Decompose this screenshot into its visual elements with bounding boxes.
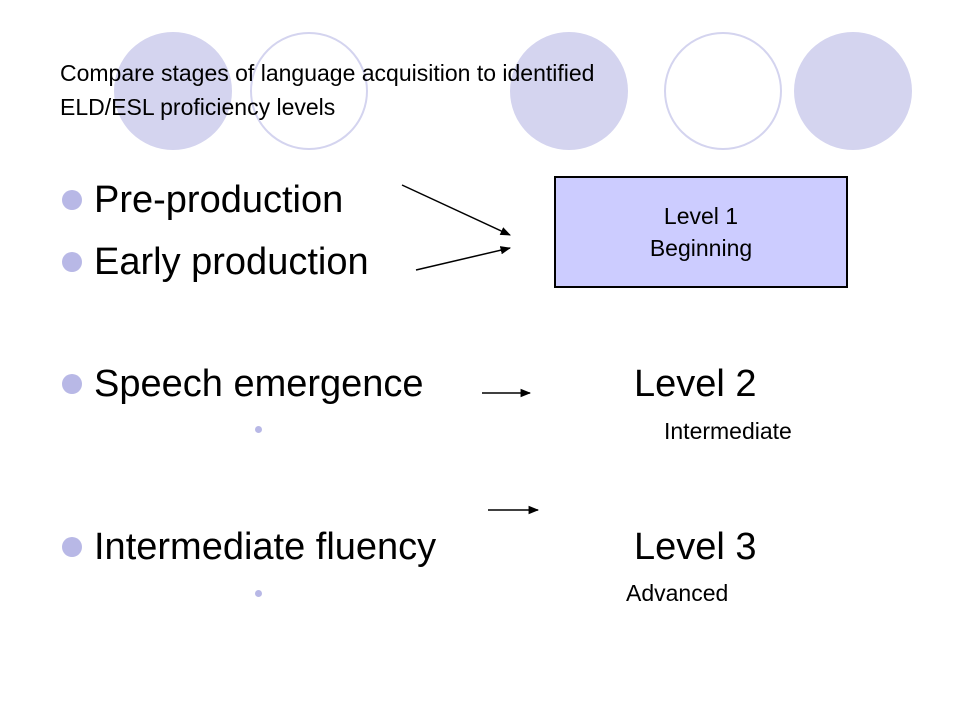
level-2-sub: Intermediate [664,418,792,444]
slide-title-line1: Compare stages of language acquisition t… [60,60,595,86]
decor-circle-3 [510,32,628,150]
slide-title: Compare stages of language acquisition t… [60,56,840,124]
bullet-dot-sub-1 [255,426,262,433]
decor-circle-1 [114,32,232,150]
stage-intermediate-fluency: Intermediate fluency [94,526,437,568]
decor-circle-4 [664,32,782,150]
level-1-box: Level 1 Beginning [554,176,848,288]
level-2-label: Level 2 [634,363,757,405]
arrow-early-production [415,246,512,271]
bullet-dot-2 [62,252,82,272]
level-3-sub: Advanced [626,580,729,606]
bullet-dot-3 [62,374,82,394]
arrow-pre-production [401,184,511,236]
level-1-label: Level 1 [663,203,739,229]
decor-circle-5 [794,32,912,150]
decor-circle-2 [250,32,368,150]
bullet-dot-4 [62,537,82,557]
stage-pre-production: Pre-production [94,179,344,221]
stage-speech-emergence: Speech emergence [94,363,424,405]
bullet-dot-1 [62,190,82,210]
level-3-label: Level 3 [634,526,757,568]
level-1-sub: Beginning [649,235,753,261]
slide-title-line2: ELD/ESL proficiency levels [60,94,336,120]
stage-early-production: Early production [94,241,369,283]
bullet-dot-sub-2 [255,590,262,597]
